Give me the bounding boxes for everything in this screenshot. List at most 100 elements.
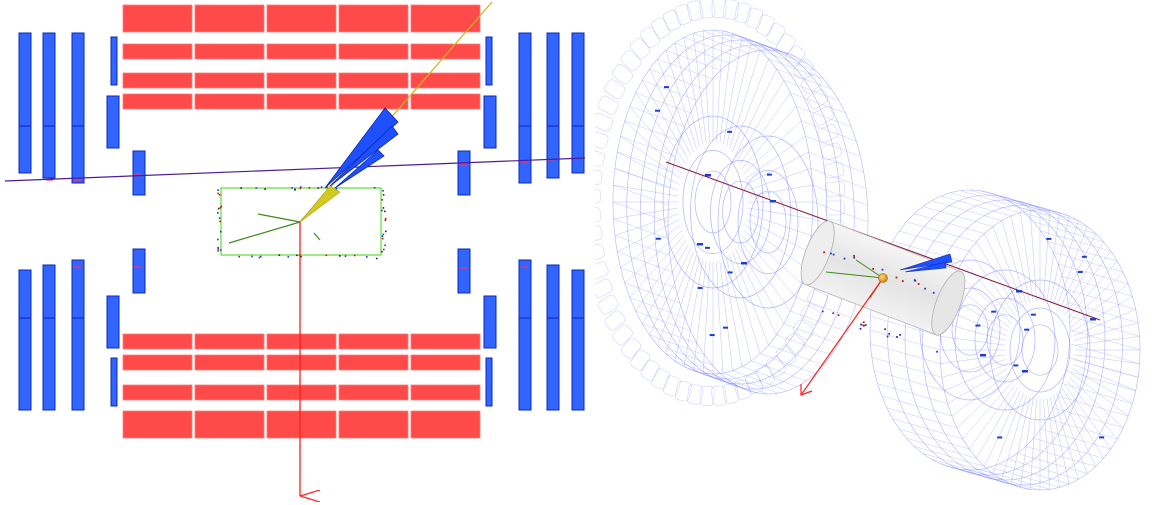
endcap-spoke bbox=[951, 372, 1010, 417]
tracker-hit bbox=[220, 230, 222, 233]
endcap-depth-line bbox=[635, 92, 691, 114]
endcap-cell bbox=[1034, 234, 1048, 235]
endcap-depth-line bbox=[1069, 329, 1141, 351]
endcap-spoke bbox=[657, 58, 694, 153]
endcap-inner-ring bbox=[694, 170, 732, 234]
endcap-spoke bbox=[962, 261, 1014, 320]
tracker-hit bbox=[217, 192, 219, 195]
endcap-cell bbox=[1113, 326, 1114, 340]
endcap-depth-line bbox=[657, 58, 713, 80]
endcap-spoke bbox=[1053, 220, 1079, 305]
barrel-hit bbox=[917, 283, 920, 285]
endcap-cell bbox=[784, 333, 806, 354]
endcap-spoke bbox=[1010, 396, 1031, 485]
tracker-hit bbox=[381, 237, 384, 240]
barrel-hit bbox=[886, 335, 889, 338]
tracker-hit bbox=[366, 256, 368, 258]
endcap-spoke bbox=[1001, 220, 1027, 305]
barrel-hit bbox=[896, 336, 898, 338]
endcap-depth-line bbox=[969, 469, 1041, 491]
endcap-cell bbox=[699, 386, 715, 406]
endcap-spoke bbox=[613, 184, 679, 197]
endcap-spoke bbox=[693, 33, 707, 143]
endcap-spoke bbox=[683, 37, 704, 145]
tracker-hit bbox=[381, 250, 383, 253]
endcap-inner-ring bbox=[919, 259, 1021, 401]
endcap-ring bbox=[904, 199, 1106, 481]
muon-chamber bbox=[338, 384, 409, 401]
muon-chamber bbox=[338, 333, 409, 350]
endcap-depth-line bbox=[1008, 200, 1079, 221]
endcap-depth-line bbox=[768, 58, 824, 80]
tracker-hit bbox=[217, 246, 219, 249]
endcap-hit bbox=[655, 109, 661, 112]
tracker-hit bbox=[382, 194, 385, 196]
tracker-hit bbox=[344, 255, 347, 257]
endcap-ring bbox=[887, 194, 1088, 476]
tracker-hit bbox=[255, 187, 257, 189]
interaction-vertex bbox=[878, 273, 888, 283]
endcap-spoke bbox=[729, 50, 761, 149]
endcap-spoke bbox=[1046, 398, 1060, 488]
endcap-depth-line bbox=[613, 218, 669, 240]
endcap-depth-line bbox=[931, 459, 1002, 480]
endcap-cell bbox=[597, 294, 619, 315]
endcap-spoke bbox=[1068, 377, 1124, 428]
endcap-spoke bbox=[962, 380, 1014, 439]
endcap-depth-line bbox=[741, 37, 798, 58]
endcap-cell bbox=[612, 64, 633, 85]
endcap-spoke bbox=[1072, 296, 1133, 332]
muon-chamber bbox=[410, 333, 481, 350]
tracker-hit bbox=[375, 257, 378, 260]
endcap-spoke bbox=[1020, 212, 1034, 302]
tracker-hit bbox=[217, 212, 219, 214]
barrel-hit bbox=[913, 279, 916, 281]
endcap-cell bbox=[686, 0, 704, 21]
tracker-hit bbox=[220, 205, 223, 208]
endcap-spoke bbox=[976, 387, 1019, 459]
endcap-spoke bbox=[624, 230, 683, 284]
endcap-hit bbox=[1024, 328, 1030, 331]
endcap-cell bbox=[595, 131, 609, 149]
endcap-depth-line bbox=[922, 206, 993, 227]
endcap-spoke bbox=[1001, 395, 1027, 480]
endcap-cell bbox=[651, 17, 671, 39]
endcap-spoke bbox=[693, 261, 707, 371]
tracker-hits bbox=[217, 186, 387, 260]
endcap-spoke bbox=[614, 168, 679, 191]
endcap-cell bbox=[595, 169, 603, 185]
endcap-hit bbox=[997, 436, 1003, 439]
endcap-depth-line bbox=[801, 120, 857, 142]
endcap-spoke bbox=[745, 224, 806, 269]
endcap-spoke bbox=[1056, 393, 1088, 474]
muon-chamber bbox=[122, 333, 193, 350]
muon-chamber bbox=[122, 72, 193, 89]
muon-chamber bbox=[266, 354, 337, 371]
endcap-cell bbox=[711, 385, 727, 406]
tracker-hit bbox=[320, 186, 323, 188]
endcap-cell bbox=[651, 368, 670, 390]
endcap-spoke bbox=[969, 384, 1016, 450]
muon-chamber bbox=[194, 354, 265, 371]
endcap-cell bbox=[965, 360, 966, 374]
endcap-depth-line bbox=[940, 195, 1012, 217]
tracker-hit bbox=[278, 254, 281, 256]
hadron-calorimeter-module bbox=[106, 295, 120, 349]
tracker-hit bbox=[300, 186, 302, 188]
endcap-depth-line bbox=[940, 463, 1012, 485]
barrel-hit bbox=[821, 310, 824, 313]
endcap-depth-line bbox=[1069, 316, 1140, 337]
endcap-depth-line bbox=[642, 323, 698, 344]
tracker-hit bbox=[296, 254, 298, 257]
endcap-cell bbox=[817, 124, 839, 143]
endcap-depth-line bbox=[892, 418, 963, 440]
endcap-spoke bbox=[737, 244, 784, 324]
endcap-depth-line bbox=[657, 344, 713, 366]
endcap-spoke bbox=[741, 235, 797, 298]
barrel-hit bbox=[843, 257, 846, 260]
endcap-spoke bbox=[665, 255, 697, 354]
endcap-inner-ring bbox=[986, 314, 1024, 366]
endcap-cell bbox=[663, 375, 681, 397]
endcap-spoke bbox=[1074, 354, 1140, 364]
endcap-cell bbox=[595, 225, 603, 243]
